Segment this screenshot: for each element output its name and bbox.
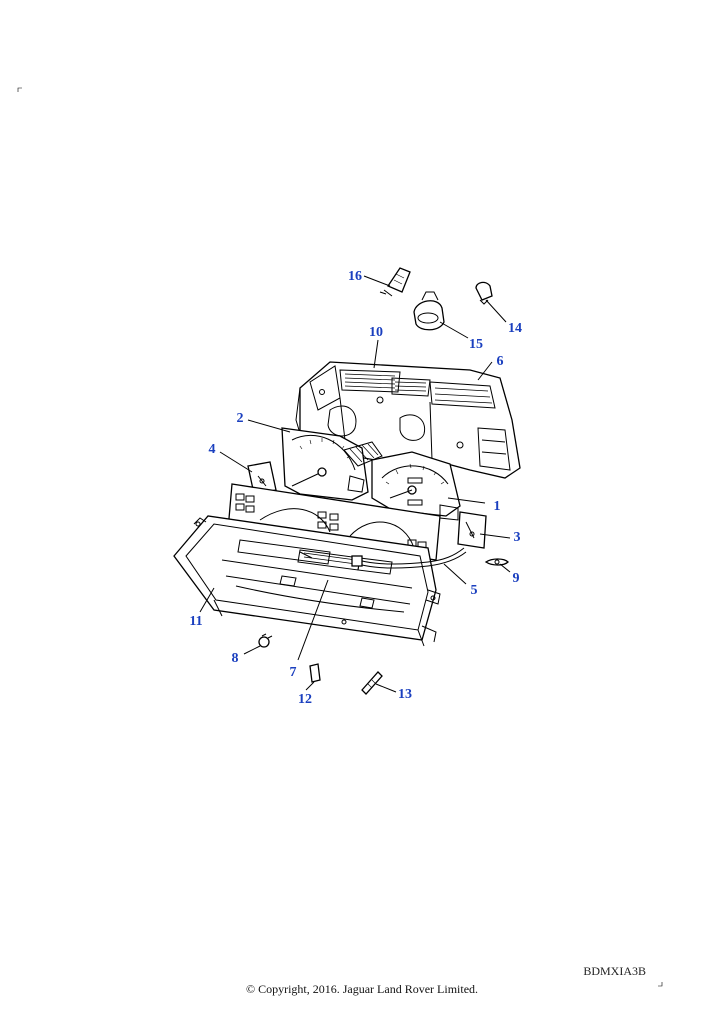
callout-9[interactable]: 9 (513, 571, 520, 586)
callout-15[interactable]: 15 (469, 337, 483, 352)
screw-part-13 (361, 671, 383, 695)
callout-16[interactable]: 16 (348, 269, 362, 284)
callout-14[interactable]: 14 (508, 321, 522, 336)
printed-circuit-part-7 (299, 551, 313, 559)
callout-3[interactable]: 3 (514, 530, 521, 545)
right-gauge-dial-part-1 (371, 451, 461, 521)
bulb-part-14 (475, 281, 493, 305)
lens-mask-frame (227, 483, 441, 561)
callout-12[interactable]: 12 (298, 692, 312, 707)
copyright-notice: © Copyright, 2016. Jaguar Land Rover Lim… (245, 982, 479, 996)
diagram-reference-code: BDMXIA3B (583, 964, 646, 978)
callout-10[interactable]: 10 (369, 325, 383, 340)
small-gauge-part-3 (457, 511, 487, 549)
wiring-lead-part-5 (351, 547, 467, 569)
callout-2[interactable]: 2 (237, 411, 244, 426)
clip-part-9 (484, 558, 509, 566)
small-gauge-part-4 (247, 461, 277, 495)
bulb-holder-part-15 (413, 291, 445, 331)
callout-labels: 1 2 3 4 5 6 7 8 9 10 11 12 13 14 15 16 (189, 269, 522, 707)
front-bezel-part-11 (173, 515, 441, 647)
corner-tick-bottom-right (658, 982, 663, 987)
callout-6[interactable]: 6 (497, 354, 504, 369)
callout-11[interactable]: 11 (189, 614, 202, 629)
bulb-holder-part-16 (379, 267, 411, 297)
left-gauge-dial-part-2 (281, 427, 383, 501)
callout-8[interactable]: 8 (232, 651, 239, 666)
pin-part-12 (309, 663, 321, 683)
leader-lines (199, 275, 511, 693)
callout-4[interactable]: 4 (209, 442, 216, 457)
screw-part-8 (258, 633, 273, 648)
corner-tick-top-left (17, 87, 22, 92)
callout-5[interactable]: 5 (471, 583, 478, 598)
callout-13[interactable]: 13 (398, 687, 412, 702)
callout-1[interactable]: 1 (494, 499, 501, 514)
callout-7[interactable]: 7 (290, 665, 297, 680)
